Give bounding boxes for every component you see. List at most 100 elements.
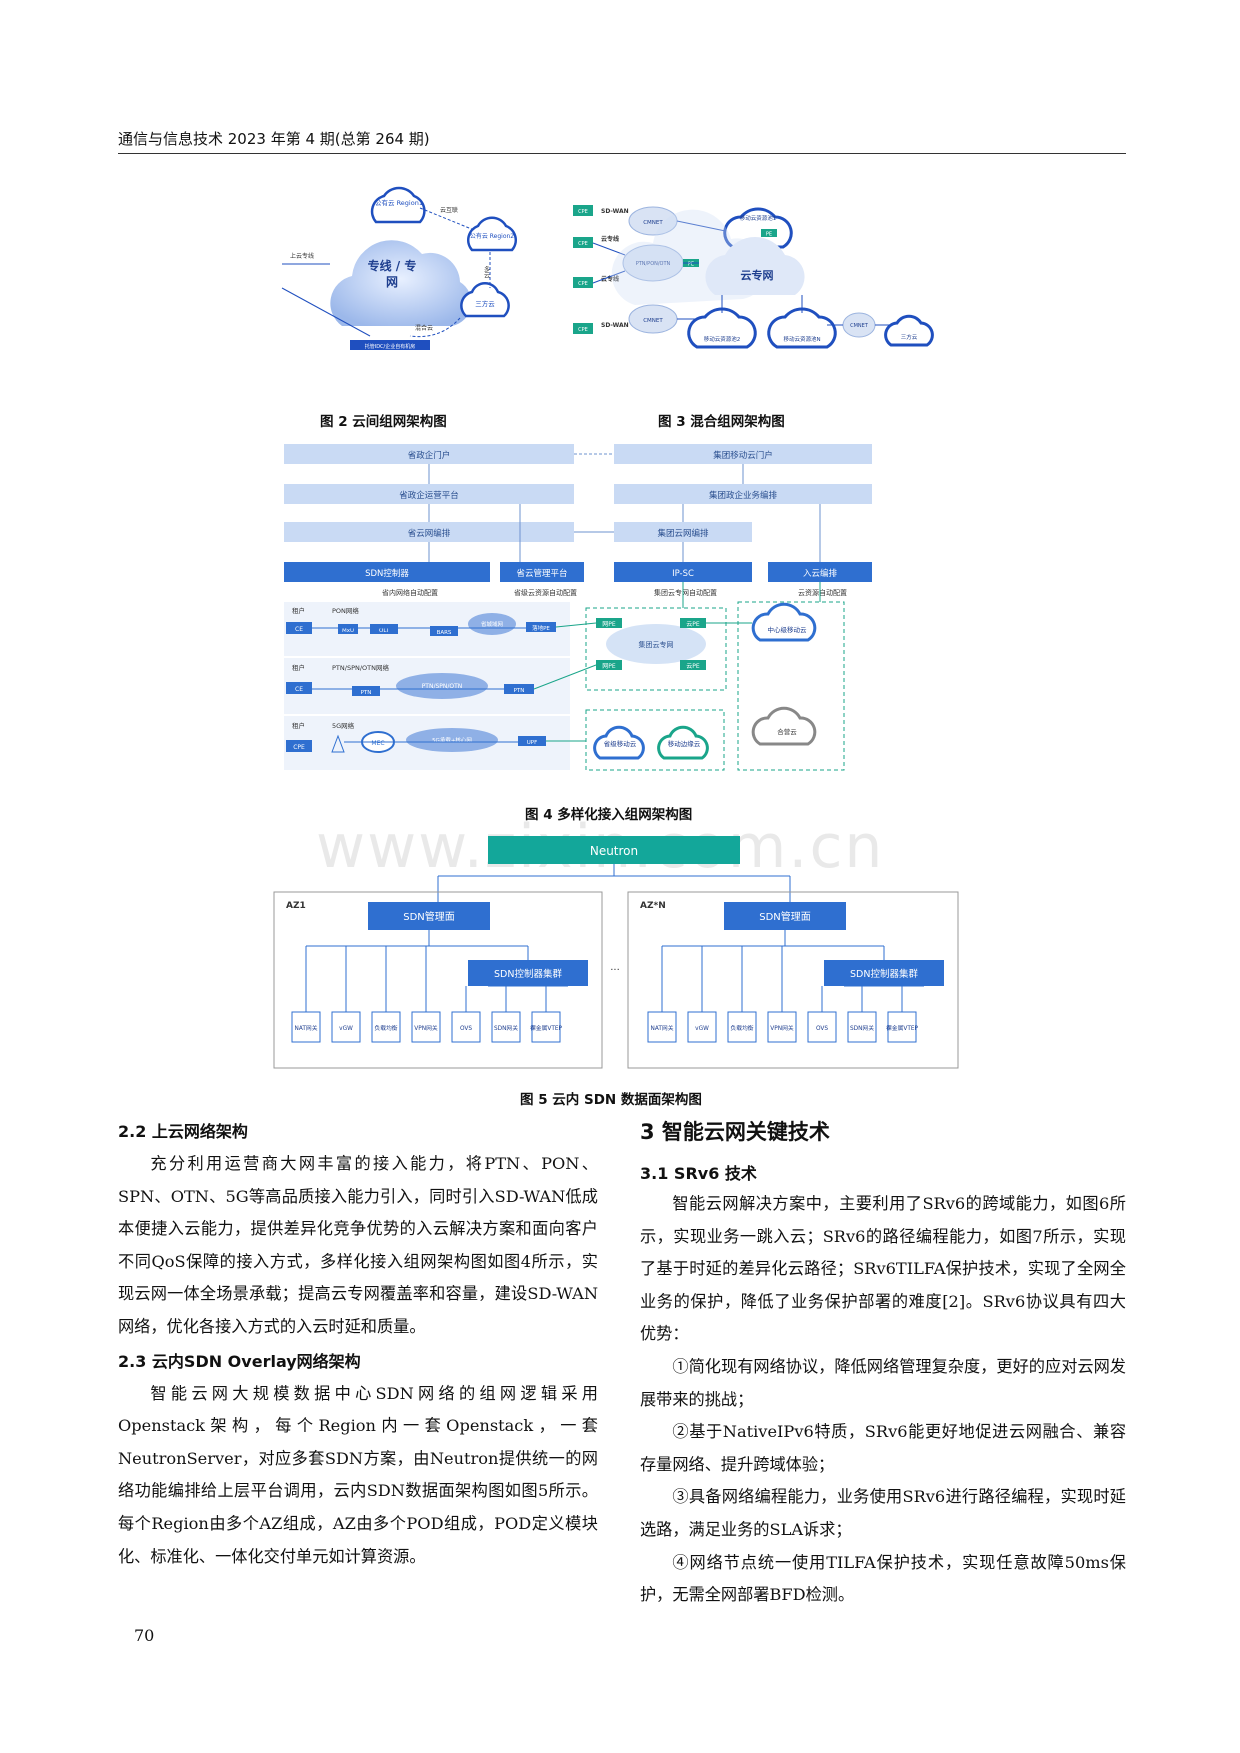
public-cloud-1-label: 公有云 Region1 [375,198,423,207]
svg-text:UPF: UPF [527,740,538,746]
svg-text:省城域网: 省城域网 [481,620,504,628]
idc-box [350,340,430,350]
prov-portal-label: 省政企门户 [408,450,451,461]
svg-text:SDN控制器集群: SDN控制器集群 [850,968,918,980]
cloud-interconnect-label: 云互联 [440,206,458,214]
svg-text:落地PE: 落地PE [532,624,550,632]
cloud-orch-label: 入云编排 [803,568,838,579]
svg-text:PTN: PTN [361,690,372,696]
svg-text:CPE: CPE [293,744,305,751]
cloud-private-net-label: 云专网 [741,268,774,282]
cpe-node-2: CPE [573,237,593,248]
note-group-auto: 集团云专网自动配置 [654,588,717,597]
svg-text:网PE: 网PE [602,663,616,670]
neutron-box [488,836,740,864]
svg-text:OLT: OLT [379,628,390,634]
leaf-node: SDN网关 [847,986,877,1043]
sdwan-label-2: SD-WAN [601,322,629,329]
svg-text:网PE: 网PE [602,621,616,628]
svg-text:云PE: 云PE [686,621,700,628]
pon-row: 租户 PON网络 CE MxU OLT BARS 省城域网 落地PE [284,602,570,656]
svg-text:CE: CE [295,626,303,633]
left-column: 2.2 上云网络架构 充分利用运营商大网丰富的接入能力，将PTN、PON、SPN… [118,1118,598,1573]
figure-3-diagram: CPE SD-WAN CMNET 移动云资源池1 CPE 云专线 CPE 云专线… [573,205,934,349]
prov-ops-box [284,484,574,504]
group-net-region: 集团云专网 网PE 云PE 网PE 云PE [585,607,727,691]
group-cloud-orch-label: 集团云网编排 [657,528,709,539]
svg-text:SDN管理面: SDN管理面 [403,910,455,923]
multicloud-label: 多云 [483,265,490,279]
cpe-node-3: CPE [573,277,593,288]
svg-text:租户: 租户 [292,663,305,672]
section-2-3-title: 2.3 云内SDN Overlay网络架构 [118,1351,361,1371]
leaf-node-label: 裸金属VTEP [886,1024,919,1032]
third-cloud-label: 三方云 [901,333,918,341]
svg-text:SDN管理面: SDN管理面 [759,910,811,923]
idc-label: 托管IDC/企业自有机房 [365,343,416,350]
section-3-title: 3 智能云网关键技术 [640,1120,830,1144]
hybrid-cloud-label: 混合云 [415,324,433,332]
figure-4-caption: 图 4 多样化接入组网架构图 [525,807,693,823]
sdwan-label-1: SD-WAN [601,208,629,215]
leaf-node-label: VPN网关 [414,1024,438,1032]
svg-text:MEC: MEC [371,740,384,747]
svg-text:PE: PE [766,232,772,238]
advantage-3: ③具备网络编程能力，业务使用SRv6进行路径编程，实现时延选路，满足业务的SLA… [640,1487,1126,1539]
az1-panel: AZ1 SDN管理面 SDN控制器集群 [273,891,603,1069]
dedicated-net-label-b: 网 [386,275,398,289]
leaf-node: vGW [331,946,361,1043]
note-cloud-res-auto: 云资源自动配置 [798,588,847,597]
svg-text:PTN/SPN/OTN网络: PTN/SPN/OTN网络 [332,663,389,672]
mobile-pool-n-label: 移动云资源池N [783,335,820,343]
leaf-node-label: OVS [460,1026,472,1032]
figure-3-caption: 图 3 混合组网架构图 [658,414,785,430]
leaf-node: NAT网关 [647,946,677,1043]
prov-portal-box [284,444,574,464]
leaf-node-label: OVS [816,1026,828,1032]
leaf-node: VPN网关 [767,946,797,1043]
leaf-node: OVS [451,986,481,1043]
figure-4-diagram: 省政企门户 集团移动云门户 省政企运营平台 集团政企业务编排 省云网编排 集团云… [284,444,872,771]
figure-2-caption: 图 2 云间组网架构图 [320,414,447,430]
cmnet-label-1: CMNET [643,220,663,226]
mobile-pool-2-label: 移动云资源池2 [704,335,741,343]
section-2-3-paragraph: 智能云网大规模数据中心SDN网络的组网逻辑采用Openstack架构，每个Reg… [118,1383,598,1566]
group-orch-box [614,484,872,504]
leaf-node: 裸金属VTEP [530,986,563,1043]
leaf-node-label: VPN网关 [770,1024,794,1032]
yunzhuanxian-label-2: 云专线 [601,275,619,283]
cpe-node-1: CPE [573,205,593,216]
leaf-node-label: 负载均衡 [730,1024,753,1032]
prov-mgmt-box [500,562,584,582]
center-cloud-region: 中心级移动云 合营云 [737,601,845,771]
leaf-node: 负载均衡 [371,946,401,1043]
public-cloud-2-label: 公有云 Region2 [470,232,514,240]
svg-text:CE: CE [295,686,303,693]
section-2-2-title: 2.2 上云网络架构 [118,1122,248,1141]
note-prov-res-auto: 省级云资源自动配置 [514,588,577,597]
figure-5-diagram: Neutron AZ1 SDN管理面 SDN控制器集群 AZ*N SDN管理面 … [273,836,959,1069]
leaf-node-label: SDN网关 [850,1024,874,1032]
prov-cloud-orch-label: 省云网编排 [408,528,451,539]
svg-text:CPE: CPE [578,281,588,287]
dedicated-net-label-a: 专线 / 专 [368,258,417,273]
advantage-1: ①简化现有网络协议，降低网络管理复杂度，更好的应对云网发展带来的挑战； [640,1356,1126,1409]
cloud-orch-box [768,562,872,582]
svg-text:PTN/SPN/OTN: PTN/SPN/OTN [422,683,463,690]
group-portal-box [614,444,872,464]
ipsc-label: IP-SC [672,569,694,579]
antenna-icon [331,734,345,753]
public-cloud-1-shape [370,186,426,224]
public-cloud-2-shape [467,216,517,252]
svg-text:5G承载+核心网: 5G承载+核心网 [432,736,472,744]
svg-text:CPE: CPE [578,241,588,247]
ptn-pon-otn-label: PTN/PON/OTN [636,261,671,267]
dedicated-net-cloud [330,240,472,326]
group-portal-label: 集团移动云门户 [713,450,773,461]
svg-text:AZ1: AZ1 [286,901,306,911]
leaf-node: vGW [687,946,717,1043]
leaf-node-label: NAT网关 [295,1024,318,1032]
section-3-1-title: 3.1 SRv6 技术 [640,1164,757,1183]
section-3-1-paragraph: 智能云网解决方案中，主要利用了SRv6的跨域能力，如图6所示，实现业务一跳入云；… [640,1194,1126,1344]
